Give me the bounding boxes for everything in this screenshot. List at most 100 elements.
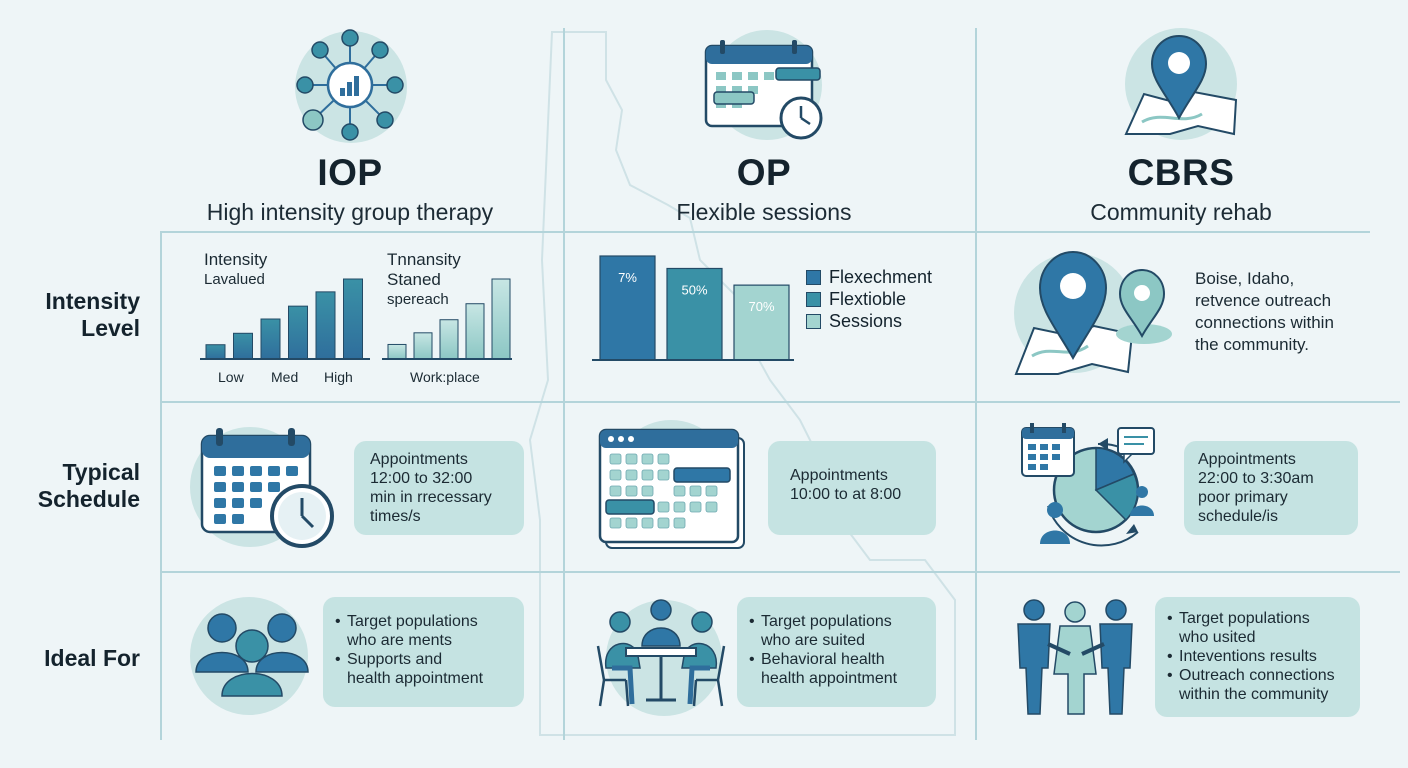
legend-label: Sessions — [829, 310, 903, 331]
row-label-schedule: Typical Schedule — [14, 459, 140, 513]
schedule-line: Appointments — [790, 467, 888, 484]
chart-bar — [260, 318, 281, 360]
bullet-item-cont: within the community — [1179, 686, 1329, 703]
divider-horizontal-2 — [160, 401, 1400, 403]
legend-label: Flextioble — [829, 288, 907, 309]
text-line: retvence outreach — [1195, 291, 1332, 310]
chart-title-line: Intensity — [204, 250, 268, 269]
bullet-item-cont: who are ments — [347, 632, 452, 649]
chart-bar — [315, 291, 336, 360]
schedule-line: times/s — [370, 508, 421, 525]
schedule-line: Appointments — [1198, 451, 1296, 468]
bullet-item-cont: who are suited — [761, 632, 866, 649]
op-legend-item: Sessions — [806, 310, 932, 332]
op-ideal-panel: Target populations who are suited Behavi… — [737, 597, 936, 707]
column-title: IOP — [317, 152, 383, 193]
chart-bar — [491, 278, 511, 360]
schedule-line: schedule/is — [1198, 508, 1279, 525]
chart-title-line: Lavalued — [204, 271, 265, 288]
op-bar — [733, 284, 790, 361]
text-line: the community. — [1195, 335, 1310, 354]
calendar-icon — [200, 428, 334, 548]
column-header-cbrs: CBRS Community rehab — [981, 152, 1381, 226]
op-bar — [666, 267, 723, 361]
schedule-line: min in rrecessary — [370, 489, 492, 506]
row-label-intensity: Intensity Level — [14, 288, 140, 342]
chart-bar — [233, 332, 253, 360]
chart-bar — [343, 278, 363, 360]
iop-intensity-chart-1 — [200, 278, 370, 360]
divider-horizontal-3 — [160, 571, 1400, 573]
chart-title-line: Tnnansity — [387, 250, 461, 269]
column-title: CBRS — [1127, 152, 1235, 193]
bullet-item-cont: health appointment — [347, 670, 484, 687]
cycle-schedule-icon — [1021, 423, 1155, 547]
bullet-item: Supports and — [335, 650, 524, 669]
op-legend-item: Flextioble — [806, 288, 932, 310]
legend-label: Flexechment — [829, 266, 933, 287]
op-intensity-chart: 7% 50% 70% — [592, 255, 794, 361]
iop-schedule-panel: Appointments 12:00 to 32:00 min in rrece… — [354, 441, 524, 535]
schedule-window-icon — [598, 428, 745, 549]
op-bar-label: 7% — [618, 270, 637, 285]
divider-vertical-1 — [563, 28, 565, 740]
schedule-line: Appointments — [370, 451, 468, 468]
bullet-item: Behavioral health — [749, 650, 936, 669]
bullet-item-cont: who usited — [1179, 629, 1256, 646]
bullet-item: Target populations — [335, 612, 524, 631]
table-meeting-icon — [596, 599, 726, 707]
bullet-item: Inteventions results — [1167, 647, 1360, 666]
cbrs-ideal-panel: Target populations who usited Inteventio… — [1155, 597, 1360, 717]
divider-row-labels — [160, 232, 162, 740]
op-schedule-panel: Appointments 10:00 to at 8:00 — [768, 441, 936, 535]
op-legend: Flexechment Flextioble Sessions — [806, 266, 932, 332]
cbrs-intensity-text: Boise, Idaho, retvence outreach connecti… — [1195, 268, 1334, 356]
bullet-item-cont: health appointment — [761, 670, 898, 687]
column-title: OP — [736, 152, 792, 193]
cbrs-schedule-panel: Appointments 22:00 to 3:30am poor primar… — [1184, 441, 1358, 535]
row-label-line: Schedule — [37, 486, 140, 512]
text-line: Boise, Idaho, — [1195, 269, 1295, 288]
iop-chart2-title: Tnnansity Staned spereach — [387, 250, 461, 310]
column-subtitle: High intensity group therapy — [206, 199, 494, 225]
row-label-line: Ideal For — [44, 645, 140, 671]
column-header-iop: IOP High intensity group therapy — [150, 152, 550, 226]
row-label-ideal: Ideal For — [14, 645, 140, 672]
bullet-item: Target populations — [749, 612, 936, 631]
text-line: connections within — [1195, 313, 1334, 332]
iop-chart1-tick-high: High — [324, 369, 353, 385]
column-subtitle: Community rehab — [1090, 199, 1272, 225]
row-label-line: Typical — [62, 459, 140, 485]
chart-bar — [465, 303, 485, 360]
map-pins-icon — [1014, 250, 1172, 375]
iop-chart1-tick-low: Low — [218, 369, 244, 385]
schedule-line: poor primary — [1198, 489, 1288, 506]
divider-horizontal-1 — [160, 231, 1370, 233]
row-label-line: Intensity — [45, 288, 140, 314]
op-bar-label: 50% — [681, 282, 707, 297]
chart-title-line: spereach — [387, 291, 449, 308]
network-icon — [296, 29, 404, 141]
community-people-icon — [1017, 599, 1133, 715]
iop-intensity-chart-2 — [382, 278, 512, 360]
divider-vertical-2 — [975, 28, 977, 740]
group-icon — [195, 613, 309, 697]
iop-ideal-panel: Target populations who are ments Support… — [323, 597, 524, 707]
iop-chart1-tick-med: Med — [271, 369, 299, 385]
schedule-line: 12:00 to 32:00 — [370, 470, 473, 487]
op-bar-label: 70% — [748, 299, 774, 314]
schedule-line: 22:00 to 3:30am — [1198, 470, 1314, 487]
legend-swatch — [806, 313, 821, 329]
op-bar — [599, 255, 656, 361]
legend-swatch — [806, 291, 821, 307]
chart-title-line: Staned — [387, 270, 441, 289]
iop-chart2-xlabel: Work:place — [410, 369, 480, 385]
iop-chart1-title: Intensity Lavalued — [204, 250, 267, 290]
bullet-item: Target populations — [1167, 609, 1360, 628]
bullet-item: Outreach connections — [1167, 666, 1360, 685]
calendar-clock-icon — [704, 40, 823, 140]
chart-bar — [205, 344, 226, 360]
chart-bar — [288, 305, 308, 360]
